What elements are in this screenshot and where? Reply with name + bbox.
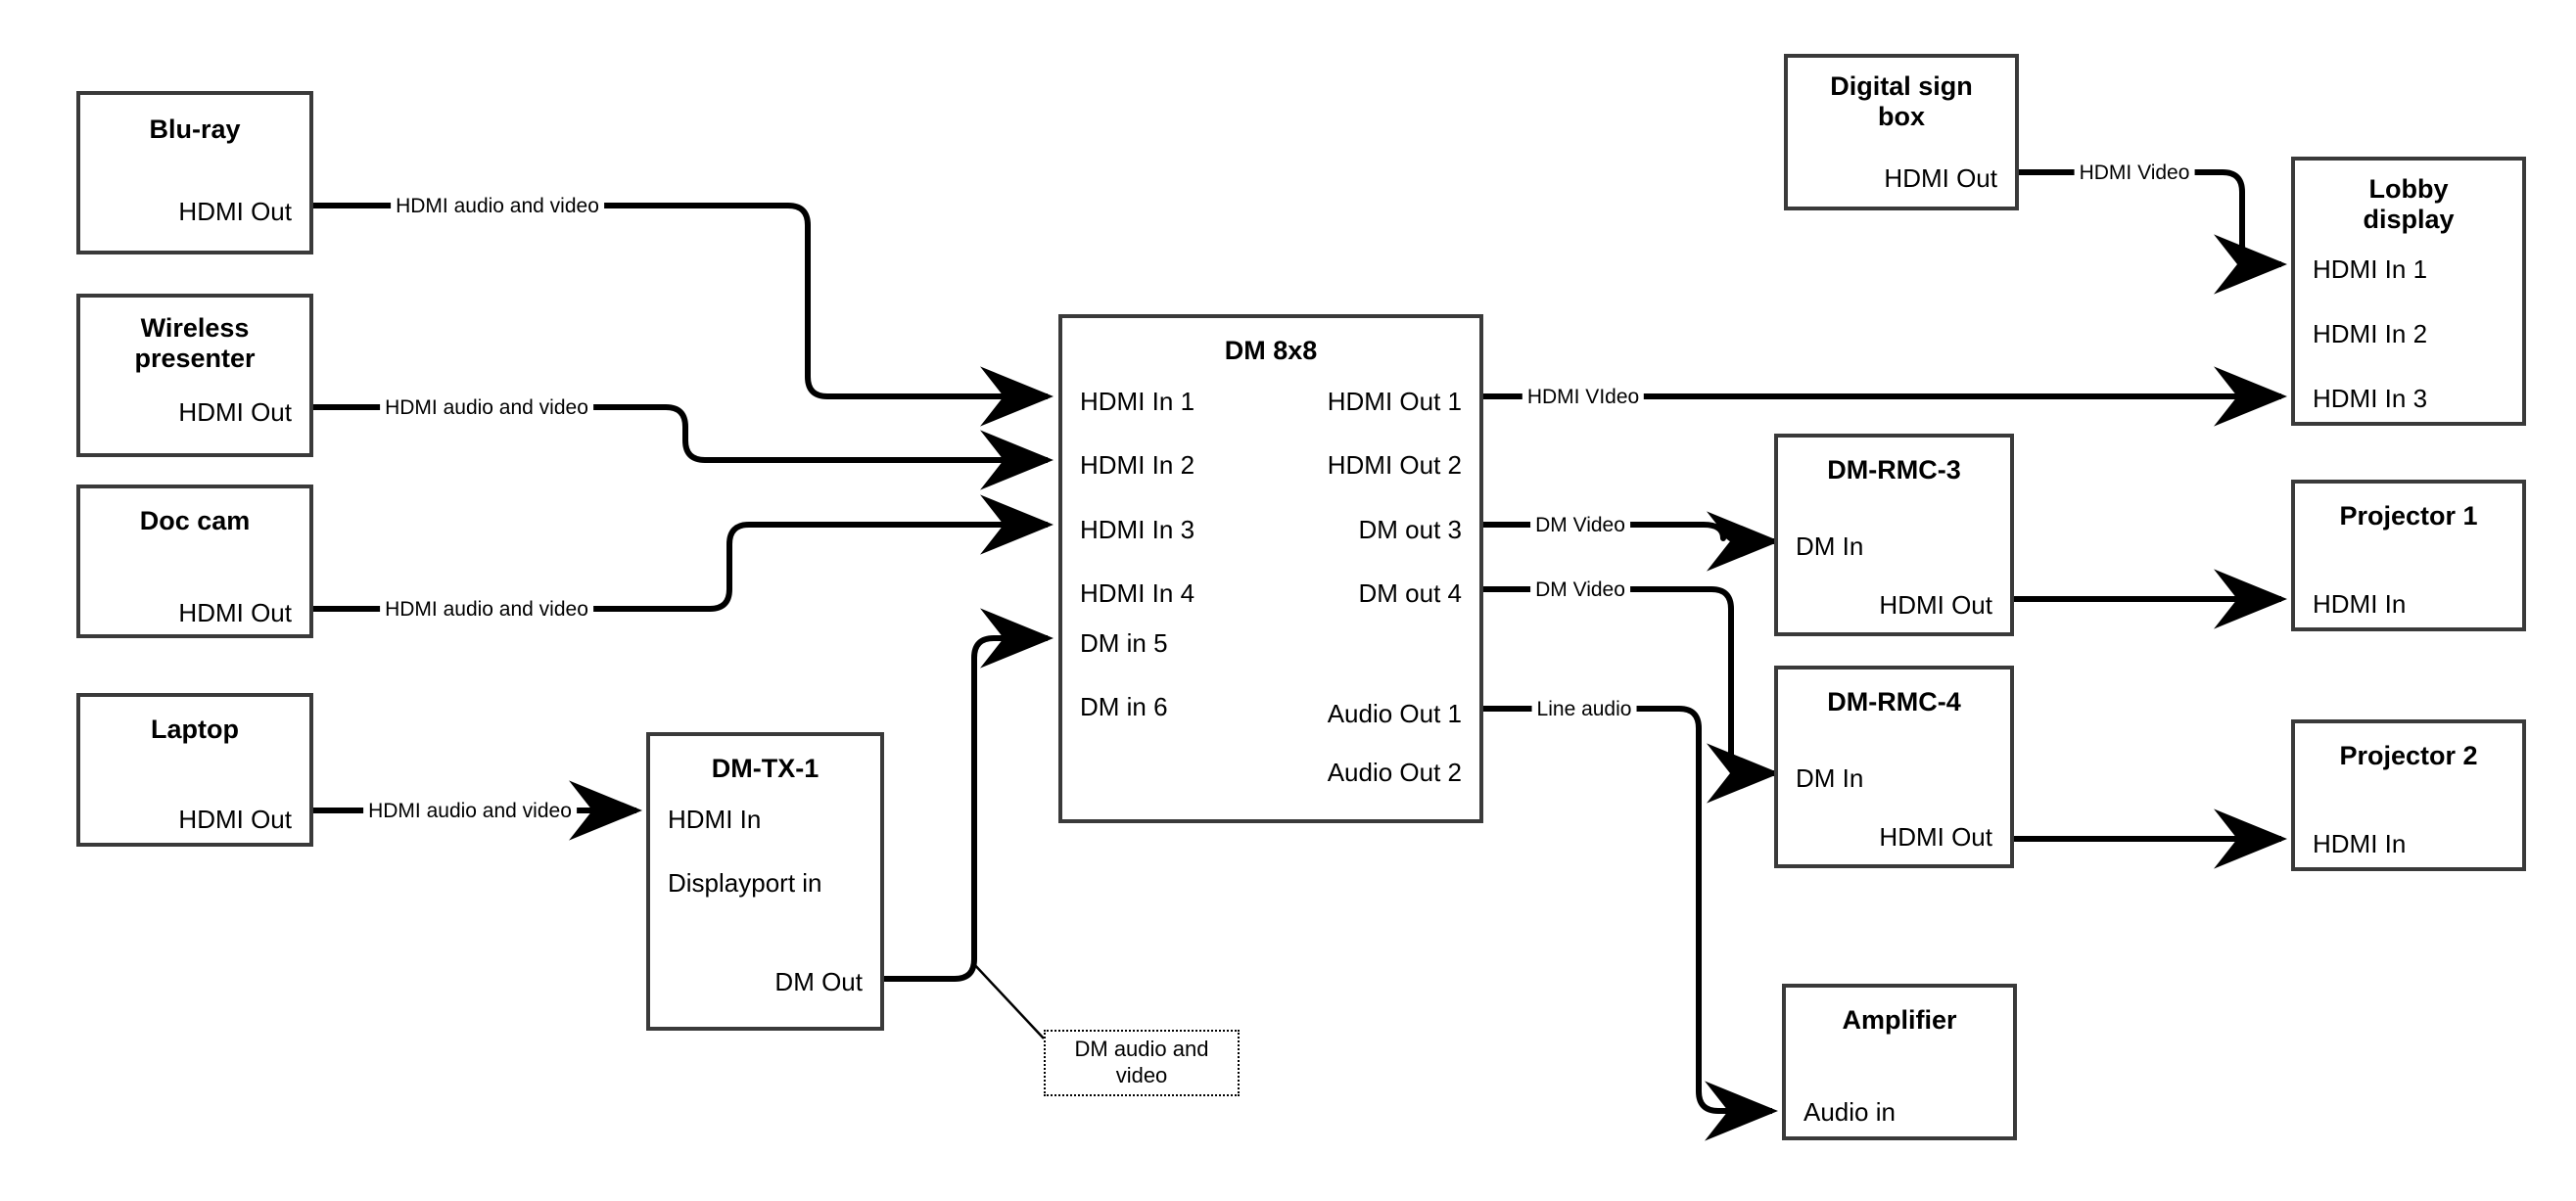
- node-lobby-display-port-hdmi-in-1[interactable]: HDMI In 1: [2313, 254, 2428, 284]
- node-projector-2-port-hdmi-in[interactable]: HDMI In: [2313, 829, 2407, 858]
- node-dm-8x8[interactable]: DM 8x8 HDMI In 1 HDMI In 2 HDMI In 3 HDM…: [1058, 314, 1483, 823]
- node-dm-tx-1-port-displayport-in[interactable]: Displayport in: [668, 868, 822, 898]
- link-label-dm8x8-aout1-to-amplifier: Line audio: [1531, 698, 1637, 721]
- node-dm-8x8-port-dm-in-6[interactable]: DM in 6: [1080, 692, 1168, 721]
- leader-dm-audio-video-callout: [971, 961, 1045, 1039]
- wire-dmtx1-to-dm8x8: [884, 608, 1054, 982]
- node-bluray-title: Blu-ray: [149, 115, 241, 144]
- node-laptop[interactable]: Laptop HDMI Out: [76, 693, 313, 847]
- node-dm-rmc-3-port-hdmi-out[interactable]: HDMI Out: [1879, 590, 1992, 620]
- node-dm-8x8-port-hdmi-in-4[interactable]: HDMI In 4: [1080, 578, 1195, 608]
- wire-wireless-to-dm8x8: [313, 404, 1054, 490]
- node-bluray[interactable]: Blu-ray HDMI Out: [76, 91, 313, 254]
- node-dm-8x8-port-hdmi-out-1[interactable]: HDMI Out 1: [1327, 387, 1462, 416]
- node-dm-8x8-port-hdmi-in-2[interactable]: HDMI In 2: [1080, 450, 1195, 480]
- node-doc-cam-title: Doc cam: [139, 506, 251, 535]
- node-projector-2[interactable]: Projector 2 HDMI In: [2291, 719, 2526, 871]
- node-dm-8x8-port-dm-out-4[interactable]: DM out 4: [1358, 578, 1463, 608]
- node-lobby-display[interactable]: Lobby display HDMI In 1 HDMI In 2 HDMI I…: [2291, 157, 2526, 426]
- wire-doccam-to-dm8x8: [313, 494, 1054, 612]
- node-digital-sign-box[interactable]: Digital sign box HDMI Out: [1784, 54, 2019, 210]
- node-dm-rmc-3-port-dm-in[interactable]: DM In: [1796, 531, 1864, 561]
- callout-dm-audio-and-video: DM audio and video: [1044, 1030, 1240, 1096]
- node-lobby-display-port-hdmi-in-3[interactable]: HDMI In 3: [2313, 384, 2428, 413]
- node-laptop-title: Laptop: [151, 715, 239, 744]
- node-lobby-display-port-hdmi-in-2[interactable]: HDMI In 2: [2313, 319, 2428, 348]
- node-projector-1-title: Projector 1: [2339, 501, 2478, 531]
- node-laptop-port-hdmi-out[interactable]: HDMI Out: [178, 805, 292, 834]
- node-dm-8x8-title: DM 8x8: [1224, 336, 1318, 365]
- node-amplifier-title: Amplifier: [1842, 1005, 1957, 1035]
- node-dm-rmc-4-port-dm-in[interactable]: DM In: [1796, 763, 1864, 793]
- node-projector-2-title: Projector 2: [2339, 741, 2478, 770]
- link-label-doccam-to-dm8x8: HDMI audio and video: [380, 598, 593, 622]
- node-dm-rmc-3-title: DM-RMC-3: [1827, 455, 1961, 485]
- node-dm-8x8-port-hdmi-in-1[interactable]: HDMI In 1: [1080, 387, 1195, 416]
- node-digital-sign-box-title: Digital sign box: [1830, 71, 1973, 132]
- link-label-wireless-to-dm8x8: HDMI audio and video: [380, 396, 593, 420]
- link-label-dm8x8-out1-to-lobby: HDMI VIdeo: [1522, 386, 1645, 409]
- link-label-sign-to-lobby: HDMI Video: [2074, 162, 2195, 185]
- node-dm-8x8-port-hdmi-in-3[interactable]: HDMI In 3: [1080, 515, 1195, 544]
- node-doc-cam[interactable]: Doc cam HDMI Out: [76, 485, 313, 638]
- node-dm-rmc-4[interactable]: DM-RMC-4 DM In HDMI Out: [1774, 666, 2014, 868]
- node-amplifier-port-audio-in[interactable]: Audio in: [1803, 1097, 1896, 1127]
- node-dm-8x8-port-dm-out-3[interactable]: DM out 3: [1358, 515, 1463, 544]
- node-dm-8x8-port-hdmi-out-2[interactable]: HDMI Out 2: [1327, 450, 1462, 480]
- node-projector-1-port-hdmi-in[interactable]: HDMI In: [2313, 589, 2407, 619]
- node-dm-tx-1-port-dm-out[interactable]: DM Out: [774, 967, 863, 996]
- link-label-dm8x8-out3-to-dmrmc3: DM Video: [1530, 514, 1630, 537]
- node-dm-rmc-3[interactable]: DM-RMC-3 DM In HDMI Out: [1774, 434, 2014, 636]
- node-doc-cam-port-hdmi-out[interactable]: HDMI Out: [178, 598, 292, 627]
- node-dm-rmc-4-title: DM-RMC-4: [1827, 687, 1961, 716]
- node-dm-8x8-port-audio-out-1[interactable]: Audio Out 1: [1327, 699, 1462, 728]
- node-dm-tx-1-port-hdmi-in[interactable]: HDMI In: [668, 805, 762, 834]
- wire-dm8x8-out4-to-dmrmc4: [1483, 586, 1780, 804]
- node-bluray-port-hdmi-out[interactable]: HDMI Out: [178, 197, 292, 226]
- node-lobby-display-title: Lobby display: [2363, 174, 2455, 235]
- node-wireless-presenter-port-hdmi-out[interactable]: HDMI Out: [178, 397, 292, 427]
- node-dm-8x8-port-dm-in-5[interactable]: DM in 5: [1080, 628, 1168, 658]
- wire-sign-to-lobby-in1: [2019, 169, 2287, 295]
- link-label-bluray-to-dm8x8: HDMI audio and video: [391, 195, 604, 218]
- link-label-laptop-to-dmtx1: HDMI audio and video: [363, 800, 577, 823]
- link-label-dm8x8-out4-to-dmrmc4: DM Video: [1530, 578, 1630, 602]
- node-digital-sign-box-port-hdmi-out[interactable]: HDMI Out: [1884, 163, 1997, 193]
- wire-bluray-to-dm8x8: [313, 203, 1054, 427]
- node-dm-tx-1-title: DM-TX-1: [711, 754, 820, 783]
- node-amplifier[interactable]: Amplifier Audio in: [1782, 984, 2017, 1140]
- node-wireless-presenter-title: Wireless presenter: [134, 313, 256, 374]
- node-dm-rmc-4-port-hdmi-out[interactable]: HDMI Out: [1879, 822, 1992, 852]
- wire-dm8x8-aout1-to-amplifier: [1483, 706, 1778, 1141]
- node-wireless-presenter[interactable]: Wireless presenter HDMI Out: [76, 294, 313, 457]
- node-dm-tx-1[interactable]: DM-TX-1 HDMI In Displayport in DM Out: [646, 732, 884, 1031]
- node-dm-8x8-port-audio-out-2[interactable]: Audio Out 2: [1327, 758, 1462, 787]
- callout-dm-audio-and-video-text: DM audio and video: [1074, 1037, 1209, 1087]
- wire-dm8x8-out3-to-dmrmc3: [1483, 511, 1780, 572]
- node-projector-1[interactable]: Projector 1 HDMI In: [2291, 480, 2526, 631]
